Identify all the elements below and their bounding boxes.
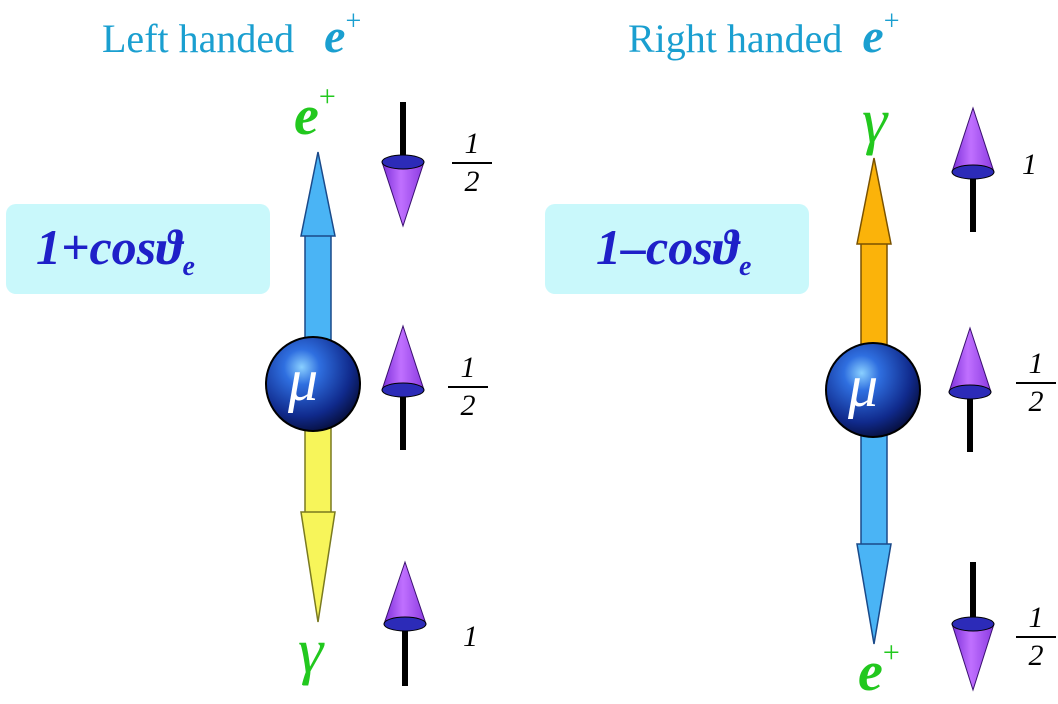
right-bottom-particle: e+	[858, 636, 900, 703]
left-muon-label: μ	[288, 347, 319, 413]
left-formula-box	[6, 204, 270, 294]
left-title-particle: e+	[324, 6, 362, 63]
right-positron-arrow	[856, 431, 892, 645]
right-title-text: Right handed	[628, 16, 843, 61]
left-bottom-particle: γ	[298, 615, 324, 686]
left-gamma-arrow	[300, 423, 336, 623]
left-spin-up-icon	[383, 560, 427, 686]
left-spin-value-3: 1	[463, 620, 478, 653]
left-spin-down-icon	[381, 102, 425, 228]
right-title: Right handed e+	[628, 6, 900, 64]
left-formula: 1+cosϑe	[36, 219, 195, 282]
right-muon-sphere-icon	[825, 342, 921, 438]
left-spin-up-icon	[381, 324, 425, 450]
left-title-text: Left handed	[102, 16, 295, 61]
left-top-particle: e+	[294, 80, 336, 147]
right-spin-down-icon	[951, 562, 995, 692]
right-spin-up-icon	[948, 326, 992, 452]
right-formula: 1–cosϑe	[596, 219, 752, 282]
right-spin-up-icon	[951, 106, 995, 232]
right-muon-label: μ	[848, 353, 879, 419]
left-muon-sphere-icon	[265, 336, 361, 432]
left-positron-arrow	[300, 151, 336, 343]
right-formula-box	[545, 204, 809, 294]
left-title: Left handed e+	[102, 6, 361, 64]
right-top-particle: γ	[862, 85, 888, 156]
right-title-particle: e+	[862, 6, 900, 63]
right-gamma-arrow	[856, 157, 892, 353]
right-spin-value-1: 1	[1022, 148, 1037, 181]
